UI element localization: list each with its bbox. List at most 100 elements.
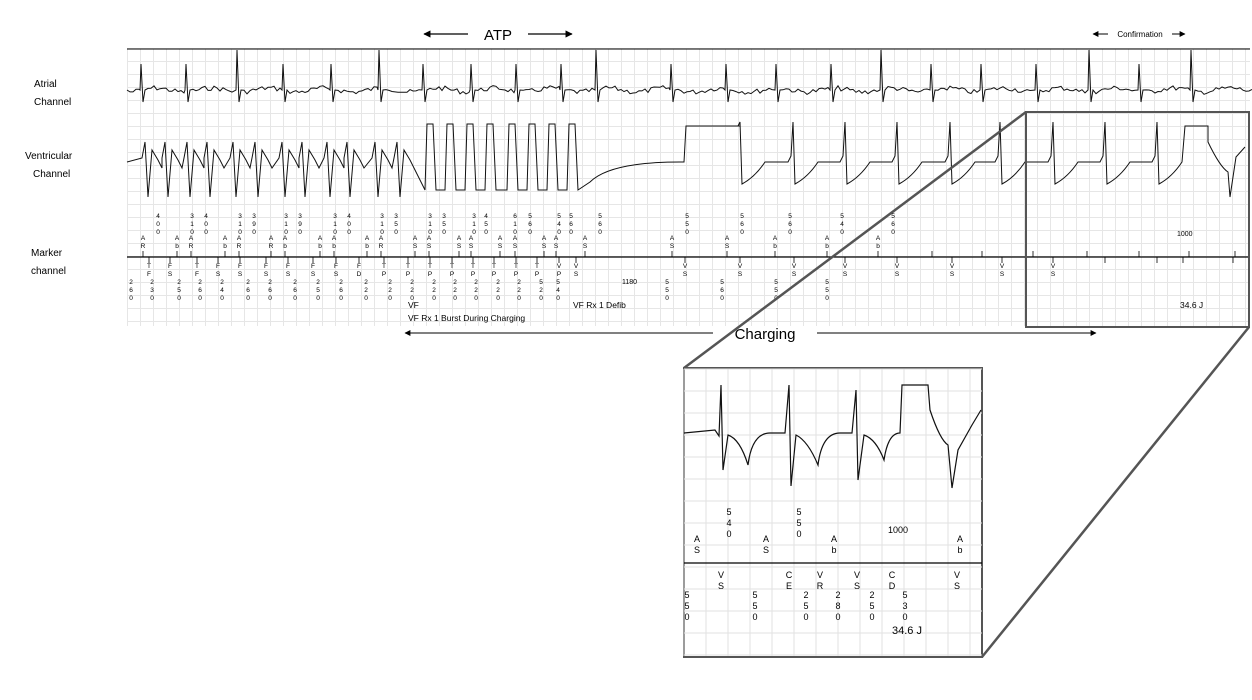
inset-char: V	[718, 570, 724, 580]
marker-char: A	[427, 235, 432, 242]
marker-char: 0	[198, 295, 202, 302]
marker-char: T	[450, 263, 454, 270]
marker-char: V	[1000, 263, 1005, 270]
marker-char: 5	[740, 213, 744, 220]
marker-char: 0	[316, 295, 320, 302]
marker-char: 5	[774, 287, 778, 294]
marker-char: P	[382, 271, 386, 278]
marker-char: F	[216, 263, 220, 270]
marker-char: R	[237, 243, 242, 250]
marker-char: 3	[252, 213, 256, 220]
marker-char: 2	[432, 287, 436, 294]
marker-char: A	[773, 235, 778, 242]
marker-char: 0	[685, 229, 689, 236]
marker-char: 0	[156, 229, 160, 236]
marker-char: S	[792, 271, 797, 278]
marker-char: 2	[220, 279, 224, 286]
marker-char: 0	[394, 229, 398, 236]
inset-char: 0	[835, 612, 840, 622]
marker-char: A	[513, 235, 518, 242]
marker-char: S	[513, 243, 518, 250]
marker-char: 2	[517, 287, 521, 294]
marker-char: 4	[840, 221, 844, 228]
marker-char: 0	[442, 229, 446, 236]
marker-char: b	[318, 243, 322, 250]
marker-char: P	[471, 271, 475, 278]
marker-char: 0	[220, 295, 224, 302]
marker-char: S	[457, 243, 462, 250]
marker-char: 9	[252, 221, 256, 228]
marker-char: 5	[316, 287, 320, 294]
marker-char: 2	[410, 287, 414, 294]
inset-char: S	[694, 545, 700, 555]
marker-char: T	[471, 263, 475, 270]
inset-char: S	[854, 581, 860, 591]
marker-char: A	[189, 235, 194, 242]
marker-char: 2	[293, 279, 297, 286]
marker-char: 0	[569, 229, 573, 236]
marker-char: 2	[388, 279, 392, 286]
marker-char: F	[334, 263, 338, 270]
marker-char: 5	[569, 213, 573, 220]
marker-char: 0	[474, 295, 478, 302]
marker-char: 5	[685, 213, 689, 220]
marker-char: T	[428, 263, 432, 270]
marker-char: 2	[432, 279, 436, 286]
marker-char: 0	[517, 295, 521, 302]
zoom-source-box	[1025, 111, 1250, 328]
inset-char: 5	[869, 601, 874, 611]
marker-char: 6	[740, 221, 744, 228]
inset-char: 5	[803, 601, 808, 611]
marker-char: 0	[246, 295, 250, 302]
marker-char: 5	[598, 213, 602, 220]
marker-char: 0	[177, 295, 181, 302]
marker-char: S	[413, 243, 418, 250]
inset-char: 0	[902, 612, 907, 622]
marker-char: 0	[190, 229, 194, 236]
marker-char: 0	[484, 229, 488, 236]
inset-char: C	[786, 570, 793, 580]
marker-char: 0	[840, 229, 844, 236]
marker-char: 2	[496, 287, 500, 294]
marker-char: V	[574, 263, 579, 270]
marker-char: 0	[129, 295, 133, 302]
marker-char: 0	[740, 229, 744, 236]
marker-char: b	[773, 243, 777, 250]
charging-label: Charging	[735, 326, 796, 343]
marker-char: V	[1051, 263, 1056, 270]
marker-char: 5	[685, 221, 689, 228]
marker-char: F	[238, 263, 242, 270]
marker-char: 3	[238, 213, 242, 220]
inset-char: 8	[835, 601, 840, 611]
marker-char: F	[264, 263, 268, 270]
vf-defib-label: VF Rx 1 Defib	[573, 300, 626, 310]
inset-char: 0	[684, 612, 689, 622]
inset-char: A	[831, 534, 837, 544]
marker-annotations: ARAbARAbARARAbAbAbAbARASASASASASASASASAS…	[129, 213, 1056, 302]
marker-char: 3	[284, 213, 288, 220]
marker-char: 6	[598, 221, 602, 228]
marker-char: 6	[528, 221, 532, 228]
marker-char: S	[950, 271, 955, 278]
inset-char: 0	[726, 529, 731, 539]
marker-char: 4	[484, 213, 488, 220]
marker-char: 3	[380, 213, 384, 220]
marker-char: 6	[788, 221, 792, 228]
marker-char: b	[332, 243, 336, 250]
marker-char: A	[175, 235, 180, 242]
marker-char: S	[334, 271, 339, 278]
confirmation-label: Confirmation	[1117, 30, 1162, 39]
marker-char: 2	[388, 287, 392, 294]
marker-char: 2	[364, 279, 368, 286]
marker-char: V	[683, 263, 688, 270]
marker-char: 1	[284, 221, 288, 228]
marker-char: T	[406, 263, 410, 270]
inset-interval-1000: 1000	[888, 525, 908, 535]
marker-char: 5	[539, 279, 543, 286]
inset-char: V	[817, 570, 823, 580]
marker-char: 0	[156, 221, 160, 228]
marker-char: S	[216, 271, 221, 278]
atp-label: ATP	[484, 27, 512, 44]
marker-char: 2	[453, 279, 457, 286]
